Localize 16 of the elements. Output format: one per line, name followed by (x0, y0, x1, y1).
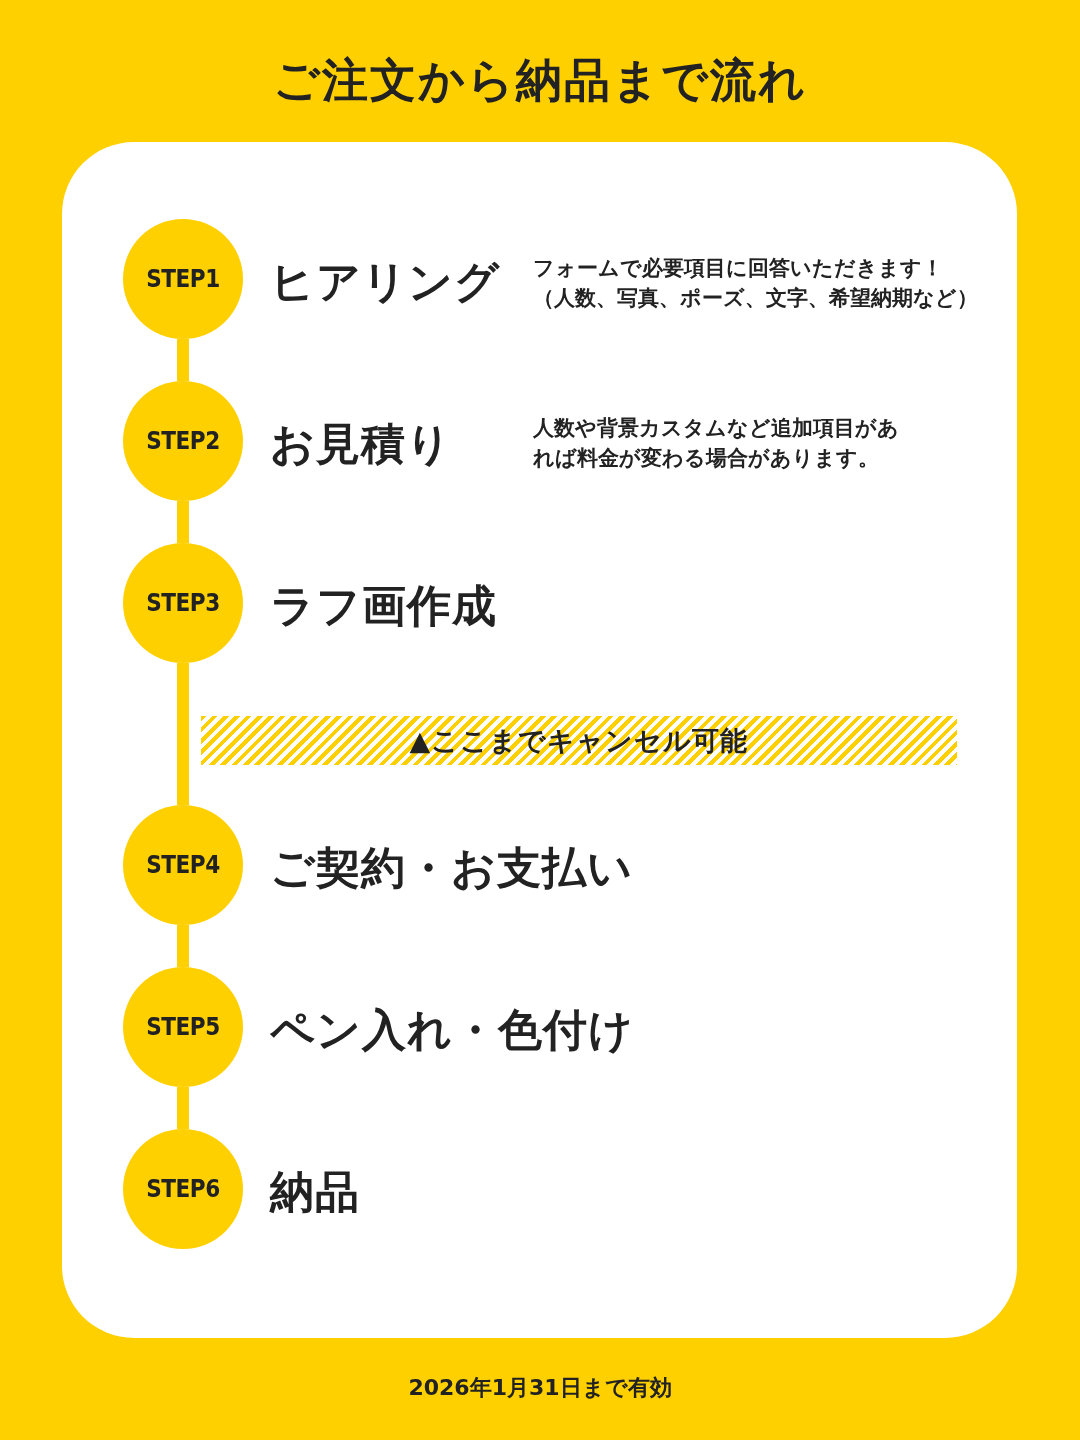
step-description: 人数や背景カスタムなど追加項目があれば料金が変わる場合があります。 (533, 415, 900, 472)
step-title: ラフ画作成 (270, 579, 497, 633)
step-title: ヒアリング (270, 255, 500, 309)
connector-line (177, 501, 189, 543)
validity-note: 2026年1月31日まで有効 (408, 1374, 672, 1402)
connector-line (177, 663, 189, 805)
step-description: （人数、写真、ポーズ、文字、希望納期など） (533, 285, 978, 312)
step-title: ご契約・お支払い (270, 841, 633, 895)
step-title: お見積り (270, 417, 452, 471)
step-title: ペン入れ・色付け (270, 1003, 634, 1057)
step-description: フォームで必要項目に回答いただきます！ (533, 255, 943, 282)
connector-line (177, 1087, 189, 1129)
title: ご注文から納品まで流れ (273, 52, 807, 109)
connector-line (177, 925, 189, 967)
step-title: 納品 (270, 1165, 360, 1219)
connector-line (177, 339, 189, 381)
